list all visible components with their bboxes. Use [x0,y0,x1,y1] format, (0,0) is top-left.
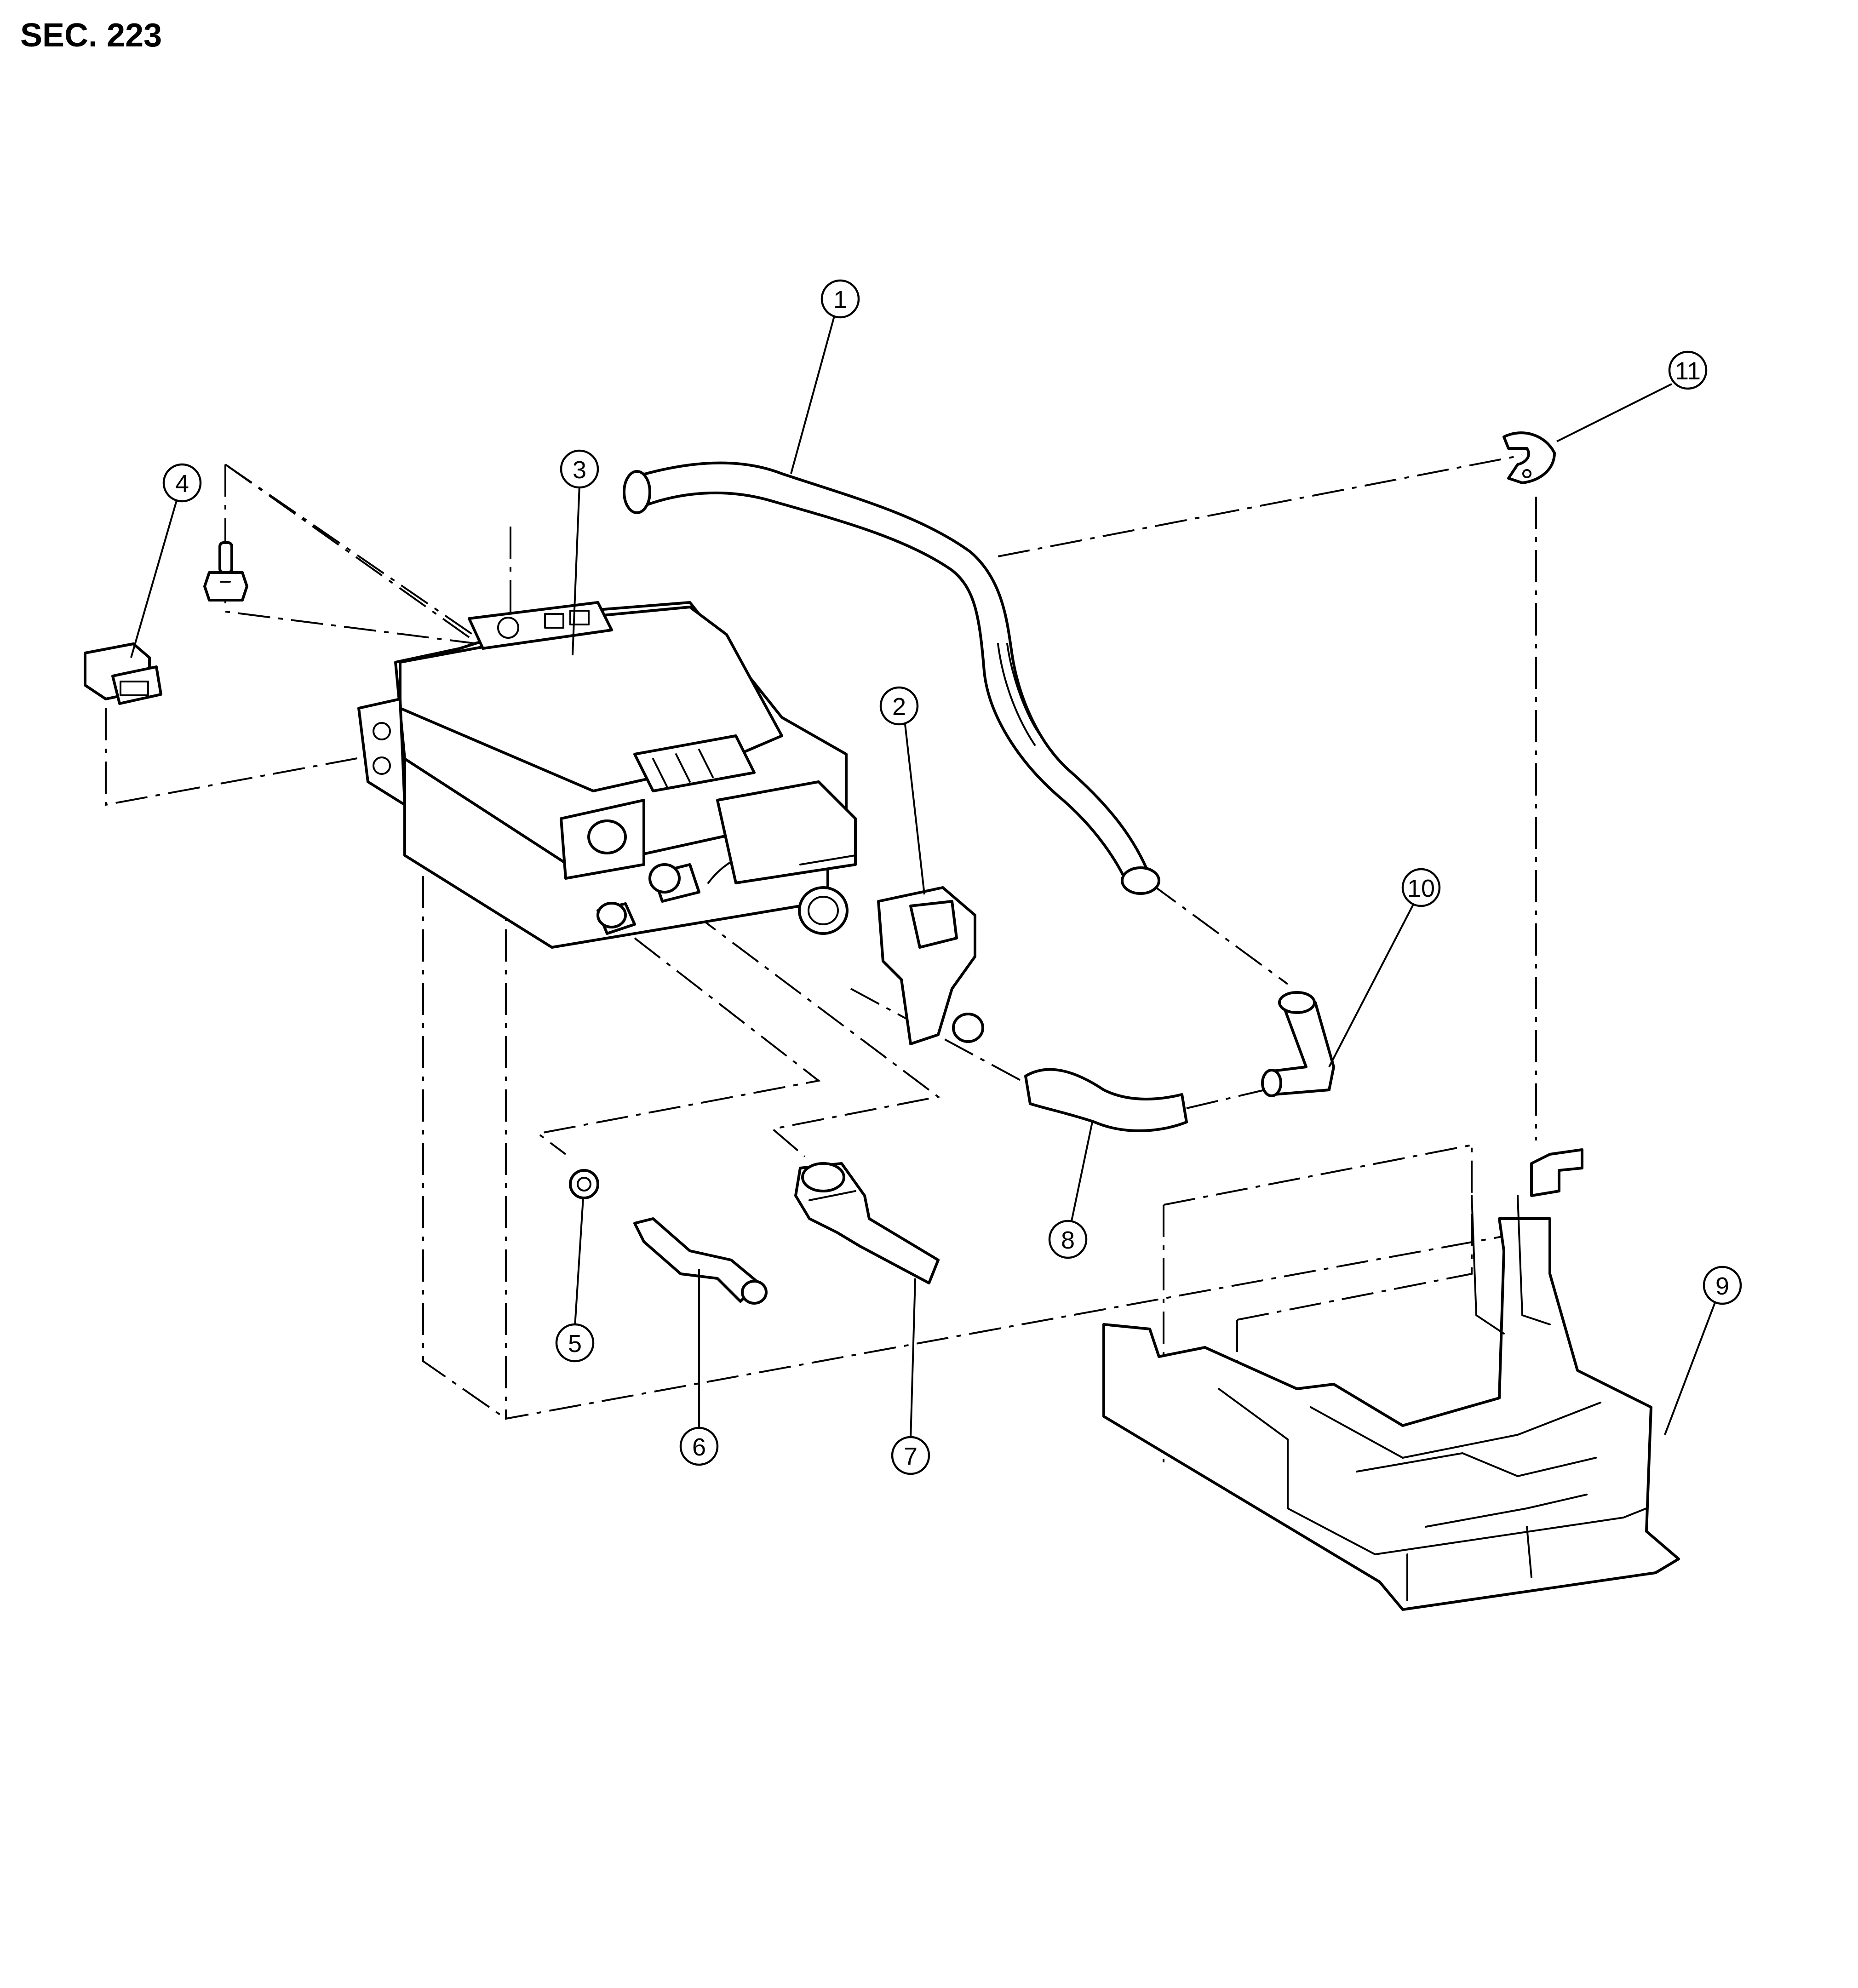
leader-lines [130,314,1716,1440]
callout-9-label: 9 [1715,1272,1729,1300]
callout-4: 4 [162,463,202,503]
purge-valve [877,886,984,1045]
evap-canister [357,601,857,949]
callout-2-label: 2 [892,693,906,721]
callout-6: 6 [679,1427,719,1466]
callout-1-label: 1 [833,286,847,314]
callout-2: 2 [879,686,919,726]
callout-3: 3 [560,449,599,489]
callout-4-label: 4 [175,470,189,498]
assembly-guide-lines [105,454,1550,1462]
callout-8-label: 8 [1061,1226,1075,1254]
small-hose [633,1217,768,1305]
connector [84,642,162,705]
callout-9: 9 [1703,1266,1742,1305]
callout-7-label: 7 [904,1443,918,1470]
vent-hose [623,461,1160,895]
callout-8: 8 [1048,1220,1088,1259]
hose-clip [1502,431,1556,484]
callout-10: 10 [1401,868,1441,907]
drain-filter [794,1162,940,1284]
elbow-hose [1261,991,1335,1097]
callout-7: 7 [891,1436,930,1475]
callout-5: 5 [555,1323,595,1363]
section-title: SEC. 223 [20,17,162,54]
callout-11-label: 11 [1675,357,1701,385]
callout-5-label: 5 [568,1330,582,1358]
canister-protector [1102,1148,1680,1611]
callout-11: 11 [1668,350,1708,390]
callout-6-label: 6 [692,1433,706,1461]
callout-10-label: 10 [1407,875,1435,902]
connecting-hose [1024,1068,1188,1132]
callout-1: 1 [820,279,860,319]
callout-3-label: 3 [573,456,586,484]
bolt [203,541,248,602]
hose-clamp [569,1169,599,1199]
